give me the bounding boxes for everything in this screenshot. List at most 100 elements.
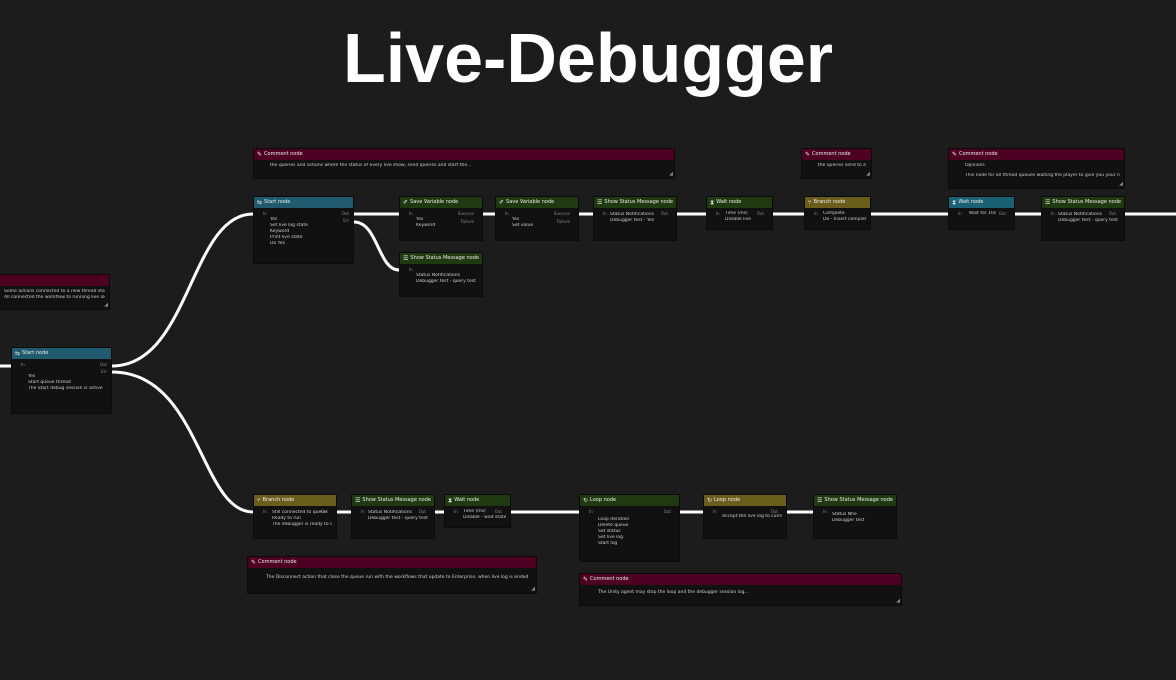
- node-header: Start node: [22, 350, 49, 356]
- comment-node-left[interactable]: Some actions connected to a new thread s…: [0, 274, 110, 310]
- port-in[interactable]: In: [263, 509, 267, 514]
- status-message-node-right[interactable]: ☰Show Status Message node In Out Status …: [1041, 196, 1125, 241]
- node-line: Set status: [598, 529, 621, 534]
- branch-node-bottom[interactable]: ⑂Branch node In Out Still connected to q…: [253, 494, 337, 539]
- comment-node-bottom-2[interactable]: ✎Comment node The Unity agent may stop t…: [579, 573, 902, 606]
- status-icon: ☰: [355, 496, 361, 504]
- port-out[interactable]: Out: [99, 362, 107, 367]
- port-out[interactable]: Out: [770, 509, 778, 514]
- comment-node-top-3[interactable]: ✎Comment node Opinions This node for all…: [948, 148, 1125, 189]
- wait-icon: ⧗: [710, 198, 715, 206]
- port-in[interactable]: In: [713, 509, 717, 514]
- wire-top-branch: [352, 220, 401, 272]
- node-header: Start node: [264, 199, 291, 205]
- node-header: Wait node: [716, 199, 742, 205]
- resize-icon[interactable]: ◢: [866, 171, 870, 177]
- branch-icon: ⑂: [808, 198, 812, 206]
- node-header: Wait node: [454, 497, 480, 503]
- node-line: Complete: [823, 211, 845, 216]
- port-err[interactable]: Failure: [460, 219, 474, 224]
- node-line: Start queue thread: [28, 380, 71, 385]
- port-in[interactable]: In: [21, 362, 25, 367]
- port-in[interactable]: In: [823, 509, 827, 514]
- port-in[interactable]: In: [409, 211, 413, 216]
- node-line: Yes: [28, 374, 36, 379]
- wait-icon: ⧗: [448, 496, 453, 504]
- port-out[interactable]: Out: [1108, 211, 1116, 216]
- port-err[interactable]: Err: [101, 369, 107, 374]
- node-line: Status Notifications: [610, 212, 654, 217]
- node-line: Time (ms): [463, 509, 486, 514]
- loop-icon: ↻: [707, 496, 713, 504]
- node-line: Do - Insert completed test: [823, 217, 866, 222]
- start-node-top[interactable]: ⇆Start node In Out Err Yes Set live log …: [253, 196, 354, 264]
- node-line: Debugger test - query test: [1058, 218, 1118, 223]
- wait-node-bottom[interactable]: ⧗Wait node In Out Time (ms) Disable - wa…: [444, 494, 511, 528]
- comment-text: the queries send to a user: [818, 163, 867, 168]
- comment-node-bottom-1[interactable]: ✎Comment node The Disconnect action that…: [247, 556, 537, 594]
- port-in[interactable]: In: [263, 211, 267, 216]
- node-line: Yes: [416, 217, 424, 222]
- wait-node-2[interactable]: ⧗Wait node In Out Wait for 10s: [948, 196, 1015, 230]
- node-header: Branch node: [813, 199, 846, 205]
- save-variable-node-1[interactable]: ✐Save Variable node In Success Failure Y…: [399, 196, 483, 241]
- save-variable-node-2[interactable]: ✐Save Variable node In Success Failure Y…: [495, 196, 579, 241]
- node-line: Status Notifications: [1058, 212, 1102, 217]
- node-line: Print live state: [270, 235, 303, 240]
- status-icon: ☰: [1045, 198, 1051, 206]
- port-in[interactable]: In: [716, 211, 720, 216]
- port-in[interactable]: In: [409, 267, 413, 272]
- port-out[interactable]: Out: [663, 509, 671, 514]
- port-out[interactable]: Success: [457, 211, 474, 216]
- comment-node-top-2[interactable]: ✎Comment node the queries send to a user…: [801, 148, 872, 179]
- port-in[interactable]: In: [814, 211, 818, 216]
- loop-node[interactable]: ↻Loop node In Out Loop iteration Delete …: [579, 494, 680, 562]
- resize-icon[interactable]: ◢: [1119, 181, 1123, 187]
- port-in[interactable]: In: [454, 509, 458, 514]
- port-in[interactable]: In: [958, 211, 962, 216]
- resize-icon[interactable]: ◢: [669, 171, 673, 177]
- node-line: Status Notifications: [368, 510, 412, 515]
- comment-node-top-1[interactable]: ✎Comment node the queries and actions wh…: [253, 148, 675, 179]
- node-header: Wait node: [958, 199, 984, 205]
- port-out[interactable]: Out: [998, 211, 1006, 216]
- node-line: Status Notifications: [416, 273, 460, 278]
- status-message-node-1[interactable]: ☰Show Status Message node In Out Status …: [593, 196, 677, 241]
- port-in[interactable]: In: [505, 211, 509, 216]
- comment-icon: ✎: [805, 150, 811, 158]
- port-err[interactable]: Err: [343, 218, 349, 223]
- resize-icon[interactable]: ◢: [896, 598, 900, 604]
- branch-node-1[interactable]: ⑂Branch node In Complete Do - Insert com…: [804, 196, 871, 230]
- status-icon: ☰: [817, 496, 823, 504]
- port-out[interactable]: Out: [341, 211, 349, 216]
- node-line: Set value: [512, 223, 534, 228]
- status-message-node-bottom-2[interactable]: ☰Show Status Message node In Status Nhe …: [813, 494, 897, 539]
- loop-node-2[interactable]: ↻Loop node In Out Accept the live log to…: [703, 494, 787, 539]
- port-out[interactable]: Out: [320, 509, 328, 514]
- status-message-node-branch[interactable]: ☰Show Status Message node In Status Noti…: [399, 252, 483, 297]
- resize-icon[interactable]: ◢: [531, 586, 535, 592]
- port-out[interactable]: Out: [418, 509, 426, 514]
- node-header: Loop node: [714, 497, 741, 503]
- node-line: Wait for 10s: [969, 211, 997, 216]
- port-in[interactable]: In: [603, 211, 607, 216]
- port-out[interactable]: Out: [660, 211, 668, 216]
- comment-icon: ✎: [251, 558, 257, 566]
- wait-icon: ⧗: [952, 198, 957, 206]
- wait-node-1[interactable]: ⧗Wait node In Out Time (ms) Disable live: [706, 196, 773, 230]
- node-header: Show Status Message node: [1052, 199, 1121, 205]
- port-in[interactable]: In: [1051, 211, 1055, 216]
- node-line: Yes: [512, 217, 520, 222]
- comment-text: The Disconnect action that close the que…: [266, 575, 529, 580]
- status-message-node-bottom-1[interactable]: ☰Show Status Message node In Out Status …: [351, 494, 435, 539]
- start-node-left[interactable]: ⇆Start node In Out Err Yes Start queue t…: [11, 347, 112, 414]
- port-out[interactable]: Out: [494, 509, 502, 514]
- resize-icon[interactable]: ◢: [104, 302, 108, 308]
- port-in[interactable]: In: [589, 509, 593, 514]
- port-in[interactable]: In: [361, 509, 365, 514]
- port-out[interactable]: Success: [553, 211, 570, 216]
- port-err[interactable]: Failure: [556, 219, 570, 224]
- node-line: Debugger test - Yes: [610, 218, 655, 223]
- port-out[interactable]: Out: [756, 211, 764, 216]
- node-line: Debugger test: [832, 518, 865, 523]
